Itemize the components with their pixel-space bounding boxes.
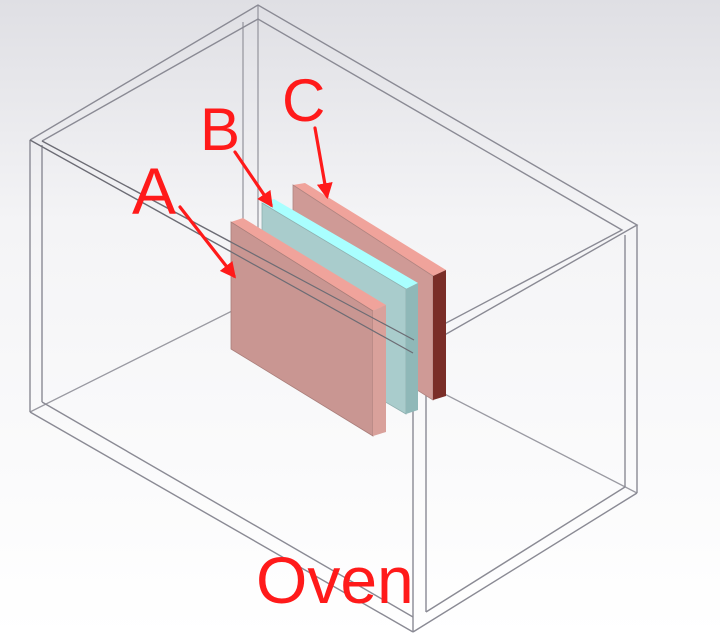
- label-c: C: [282, 67, 325, 134]
- label-b: B: [200, 96, 240, 163]
- oven-front-edge-overlay: [29, 139, 415, 354]
- label-a: A: [132, 154, 176, 228]
- arrow-c: [313, 126, 333, 200]
- plate-a: [230, 218, 386, 437]
- arrow-b: [233, 150, 273, 208]
- oven-box: [29, 4, 639, 633]
- label-oven: Oven: [256, 543, 414, 617]
- arrow-a: [178, 205, 236, 279]
- label-arrows: [178, 126, 333, 279]
